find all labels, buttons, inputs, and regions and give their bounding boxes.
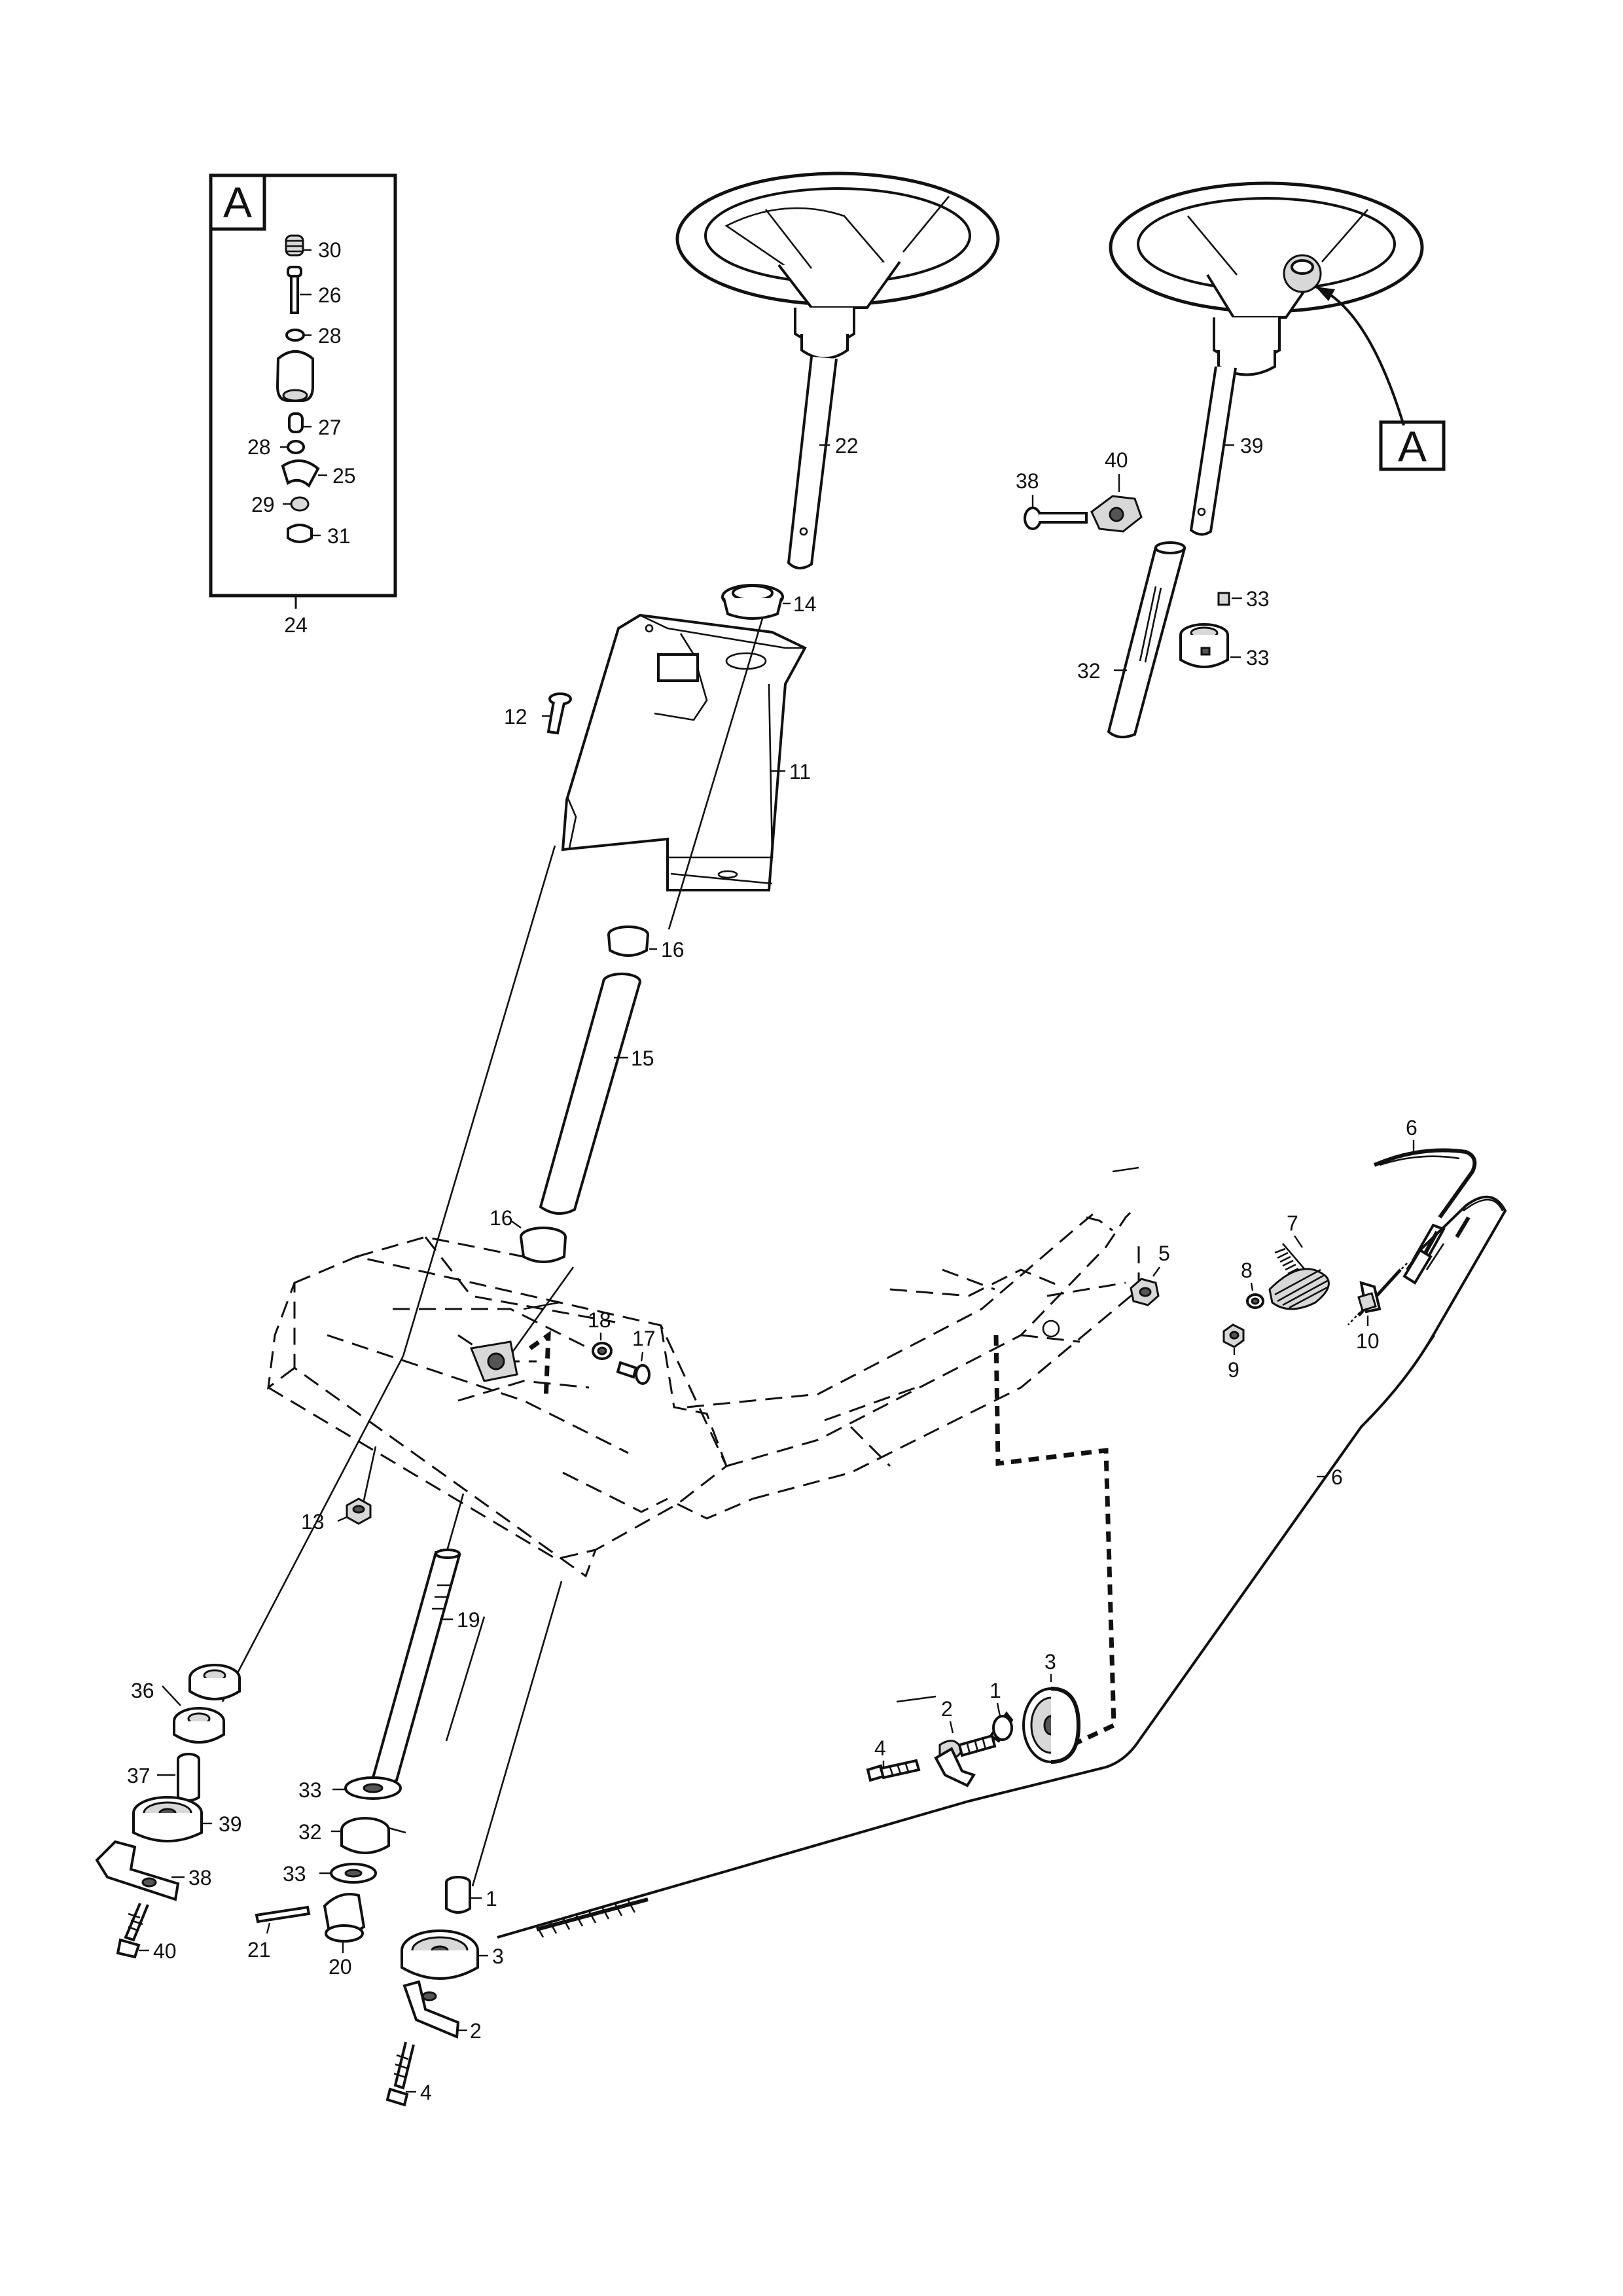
callout-28: 28 <box>318 324 342 348</box>
callout-3: 3 <box>492 1945 504 1968</box>
bolt-10: 10 <box>1356 1281 1382 1353</box>
callout-26: 26 <box>318 283 342 307</box>
idler-pulley-stack-lower: 1 3 2 4 <box>385 1876 504 2107</box>
callout-21: 21 <box>247 1938 271 1962</box>
tube-15: 15 <box>539 973 654 1215</box>
callout-39: 39 <box>219 1812 242 1836</box>
bushing-16-lower: 16 <box>490 1206 567 1263</box>
callout-27: 27 <box>318 416 342 439</box>
callout-41: 32 <box>1077 659 1101 683</box>
callout-40: 40 <box>153 1939 177 1963</box>
callout-25: 25 <box>332 464 356 488</box>
spacer-27 <box>288 412 304 433</box>
callout-45: 38 <box>1016 469 1039 493</box>
callout-18: 18 <box>588 1308 611 1332</box>
steering-wheel-left <box>675 171 1000 360</box>
bolt-45: 38 <box>1016 469 1088 530</box>
callout-44: 40 <box>1105 448 1128 472</box>
callout-19: 19 <box>457 1608 480 1632</box>
washer-28-top <box>285 329 305 342</box>
callout-6: 6 <box>1331 1465 1343 1489</box>
collar-42: 33 <box>1179 623 1270 670</box>
callout-20: 20 <box>329 1955 352 1979</box>
callout-29: 29 <box>251 493 275 516</box>
callout-7: 7 <box>1287 1211 1298 1235</box>
clip-25 <box>281 459 320 488</box>
callout-24: 24 <box>284 613 308 637</box>
bolt-12: 12 <box>504 692 572 735</box>
callout-14: 14 <box>793 592 817 616</box>
steering-bracket-11: 11 <box>561 613 811 891</box>
callout-37: 37 <box>127 1764 151 1787</box>
callout-5: 5 <box>1158 1242 1170 1265</box>
set-screw-43: 33 <box>1217 587 1270 611</box>
reference-a: A <box>1315 285 1446 471</box>
callout-8: 8 <box>1241 1259 1253 1282</box>
callout-16: 16 <box>490 1206 513 1230</box>
bolt-4-right <box>866 1759 921 1782</box>
callout-17: 17 <box>632 1327 656 1350</box>
callout-2: 2 <box>470 2019 482 2043</box>
washer-18: 18 <box>588 1308 613 1360</box>
callout-4: 4 <box>874 1736 886 1760</box>
detail-box-a: A 30 26 28 27 28 25 <box>209 173 397 637</box>
callout-4: 4 <box>420 2081 432 2104</box>
reference-letter-a: A <box>1398 422 1427 471</box>
bushing-14: 14 <box>721 584 817 620</box>
callout-16: 16 <box>661 938 685 961</box>
callout-22: 22 <box>835 434 859 457</box>
bushing-16-upper: 16 <box>607 925 685 961</box>
callout-12: 12 <box>504 705 527 728</box>
detail-box-letter: A <box>223 178 252 226</box>
callout-32: 32 <box>298 1820 322 1844</box>
callout-9: 9 <box>1228 1358 1240 1382</box>
callout-13: 13 <box>301 1510 325 1534</box>
callout-31: 31 <box>327 524 351 548</box>
callout-28: 28 <box>247 435 271 459</box>
nut-13: 13 <box>301 1498 372 1534</box>
nut-9: 9 <box>1222 1323 1245 1382</box>
frame-outline-dashed <box>267 1210 1140 1578</box>
steering-wheel-right <box>1109 181 1424 376</box>
callout-36: 36 <box>131 1679 154 1702</box>
callout-38: 38 <box>188 1866 212 1890</box>
callout-33: 33 <box>298 1778 322 1802</box>
steering-shaft-23: 39 <box>1189 366 1264 536</box>
center-pulley-stack: 33 32 33 21 20 <box>247 1776 402 1979</box>
washer-8: 8 <box>1241 1259 1264 1309</box>
knob-parts <box>276 234 320 543</box>
callout-3: 3 <box>1044 1650 1056 1674</box>
callout-11: 11 <box>789 760 811 783</box>
callout-33: 33 <box>283 1862 306 1886</box>
washer-28-bottom <box>287 440 305 454</box>
bolt-17: 17 <box>616 1327 656 1385</box>
callout-2: 2 <box>941 1697 953 1721</box>
callout-10: 10 <box>1356 1329 1380 1353</box>
callout-30: 30 <box>318 238 342 262</box>
tube-41: 32 <box>1077 541 1186 739</box>
left-pulley-stack: 36 37 39 38 40 <box>95 1664 242 1963</box>
steering-cable-6: 6 6 <box>497 1116 1507 1939</box>
nut-5: 5 <box>1130 1242 1170 1306</box>
callout-23: 39 <box>1240 434 1264 457</box>
cap-31 <box>287 524 313 543</box>
knob-body <box>276 350 314 402</box>
steering-pivot <box>469 1340 518 1382</box>
rod-19: 19 <box>371 1549 480 1784</box>
callout-43: 33 <box>1246 587 1270 611</box>
bolt-26 <box>290 275 299 314</box>
callout-1: 1 <box>990 1679 1001 1702</box>
idler-pulley-right: 3 4 2 1 <box>874 1650 1081 1787</box>
steering-shaft-22: 22 <box>787 356 859 569</box>
callout-6: 6 <box>1406 1116 1418 1139</box>
bolt-head-26 <box>287 266 302 278</box>
spring-7: 7 <box>1268 1211 1330 1310</box>
clamp-44: 40 <box>1090 448 1143 533</box>
callout-1: 1 <box>486 1887 497 1910</box>
nut-29 <box>290 496 310 512</box>
callout-15: 15 <box>631 1047 654 1070</box>
callout-42: 33 <box>1246 646 1270 670</box>
